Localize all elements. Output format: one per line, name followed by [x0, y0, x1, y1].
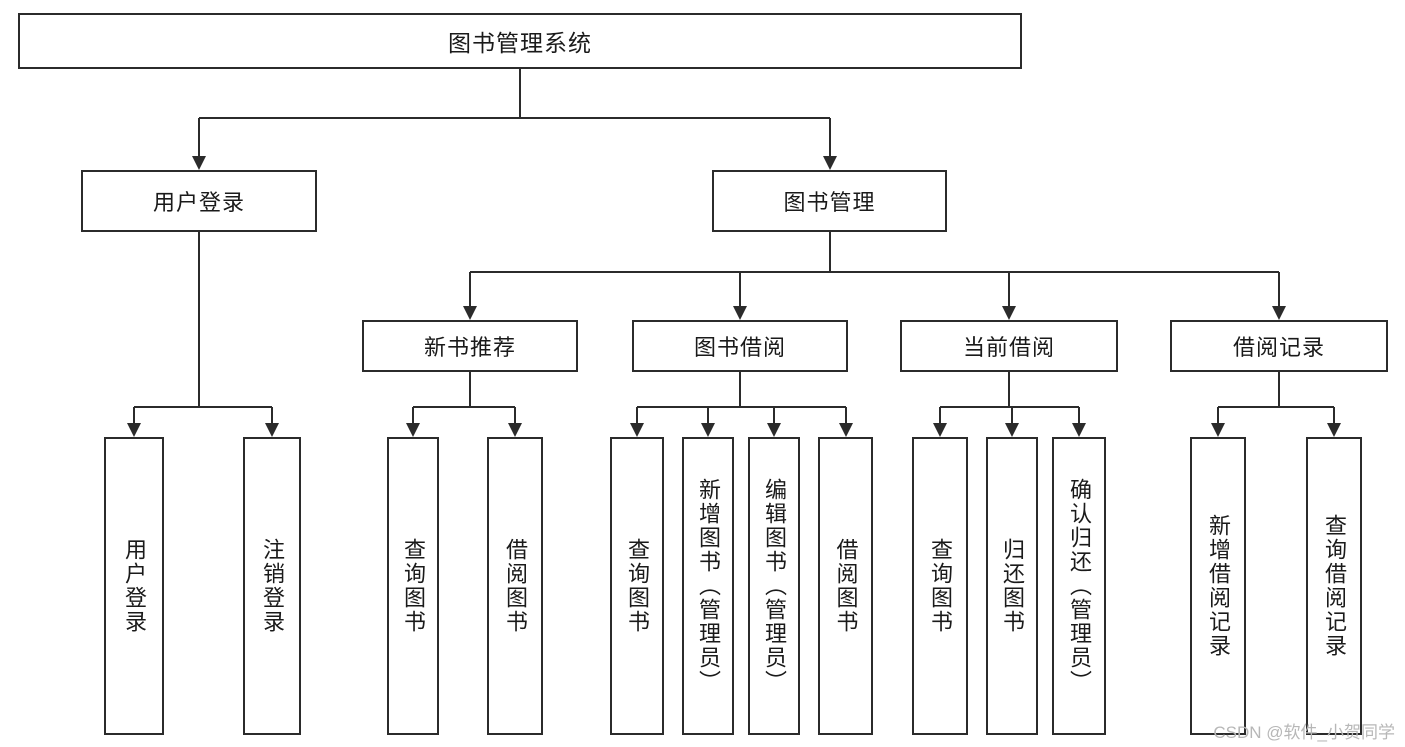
connector-arrowhead	[508, 423, 522, 437]
leaf-node[interactable]: 用户登录	[104, 437, 164, 735]
connector-line-horizontal	[637, 406, 846, 408]
node-book-borrow[interactable]: 图书借阅	[632, 320, 848, 372]
node-book-management[interactable]: 图书管理	[712, 170, 947, 232]
leaf-node-label: 查询图书	[624, 538, 650, 634]
leaf-node[interactable]: 借阅图书	[818, 437, 873, 735]
leaf-node-label: 用户登录	[121, 538, 147, 634]
node-user-login[interactable]: 用户登录	[81, 170, 317, 232]
connector-line-vertical	[412, 407, 414, 423]
connector-arrowhead	[463, 306, 477, 320]
leaf-node[interactable]: 新增借阅记录	[1190, 437, 1246, 735]
connector-arrowhead	[767, 423, 781, 437]
leaf-node-label: 新增借阅记录	[1205, 514, 1231, 658]
connector-line-vertical	[514, 407, 516, 423]
connector-line-horizontal	[470, 271, 1279, 273]
connector-arrowhead	[733, 306, 747, 320]
connector-line-vertical	[198, 232, 200, 407]
connector-arrowhead	[1211, 423, 1225, 437]
leaf-node-label: 确认归还（管理员）	[1066, 478, 1092, 694]
leaf-node[interactable]: 新增图书（管理员）	[682, 437, 734, 735]
connector-line-horizontal	[1218, 406, 1334, 408]
watermark-text: CSDN @软件_小贺同学	[1213, 723, 1395, 742]
connector-line-vertical	[739, 272, 741, 306]
connector-arrowhead	[822, 156, 837, 170]
connector-line-vertical	[1278, 372, 1280, 407]
leaf-node[interactable]: 借阅图书	[487, 437, 543, 735]
leaf-node-label: 查询借阅记录	[1321, 514, 1347, 658]
connector-line-vertical	[1008, 272, 1010, 306]
connector-line-vertical	[636, 407, 638, 423]
connector-line-vertical	[271, 407, 273, 423]
node-borrow-record[interactable]: 借阅记录	[1170, 320, 1388, 372]
connector-line-horizontal	[134, 406, 272, 408]
connector-arrowhead	[933, 423, 947, 437]
connector-line-vertical	[1278, 272, 1280, 306]
leaf-node[interactable]: 查询图书	[610, 437, 664, 735]
connector-line-vertical	[939, 407, 941, 423]
connector-line-vertical	[469, 272, 471, 306]
connector-line-horizontal	[940, 406, 1079, 408]
connector-arrowhead	[1002, 306, 1016, 320]
leaf-node[interactable]: 查询借阅记录	[1306, 437, 1362, 735]
leaf-node[interactable]: 查询图书	[912, 437, 968, 735]
connector-line-vertical	[828, 232, 831, 272]
connector-arrowhead	[406, 423, 420, 437]
node-current-borrow[interactable]: 当前借阅	[900, 320, 1118, 372]
connector-line-vertical	[828, 118, 831, 156]
connector-line-horizontal	[413, 406, 515, 408]
leaf-node-label: 归还图书	[999, 538, 1025, 634]
connector-arrowhead	[1272, 306, 1286, 320]
leaf-node-label: 查询图书	[400, 538, 426, 634]
connector-line-vertical	[469, 372, 471, 407]
connector-arrowhead	[701, 423, 715, 437]
leaf-node-label: 新增图书（管理员）	[695, 478, 721, 694]
connector-line-vertical	[1078, 407, 1080, 423]
leaf-node-label: 查询图书	[927, 538, 953, 634]
leaf-node[interactable]: 查询图书	[387, 437, 439, 735]
connector-line-vertical	[198, 118, 200, 156]
leaf-node[interactable]: 编辑图书（管理员）	[748, 437, 800, 735]
node-root[interactable]: 图书管理系统	[18, 13, 1022, 69]
connector-line-vertical	[773, 407, 775, 423]
connector-arrowhead	[838, 423, 853, 437]
leaf-node[interactable]: 确认归还（管理员）	[1052, 437, 1106, 735]
connector-arrowhead	[1072, 423, 1086, 437]
connector-arrowhead	[265, 423, 279, 437]
connector-line-vertical	[739, 372, 741, 407]
connector-arrowhead	[127, 423, 141, 437]
connector-arrowhead	[192, 156, 206, 170]
connector-arrowhead	[1327, 423, 1341, 437]
leaf-node-label: 借阅图书	[833, 538, 859, 634]
leaf-node-label: 借阅图书	[502, 538, 528, 634]
connector-line-vertical	[1217, 407, 1219, 423]
node-new-book-recommend[interactable]: 新书推荐	[362, 320, 578, 372]
connector-line-vertical	[1008, 372, 1010, 407]
connector-line-vertical	[1011, 407, 1013, 423]
leaf-node-label: 编辑图书（管理员）	[761, 478, 787, 694]
connector-line-horizontal	[199, 117, 830, 119]
connector-line-vertical	[1333, 407, 1335, 423]
leaf-node-label: 注销登录	[259, 538, 285, 634]
connector-arrowhead	[630, 423, 644, 437]
connector-line-vertical	[519, 69, 521, 118]
connector-arrowhead	[1005, 423, 1019, 437]
leaf-node[interactable]: 注销登录	[243, 437, 301, 735]
connector-line-vertical	[133, 407, 135, 423]
connector-line-vertical	[707, 407, 709, 423]
connector-line-vertical	[844, 407, 847, 423]
leaf-node[interactable]: 归还图书	[986, 437, 1038, 735]
